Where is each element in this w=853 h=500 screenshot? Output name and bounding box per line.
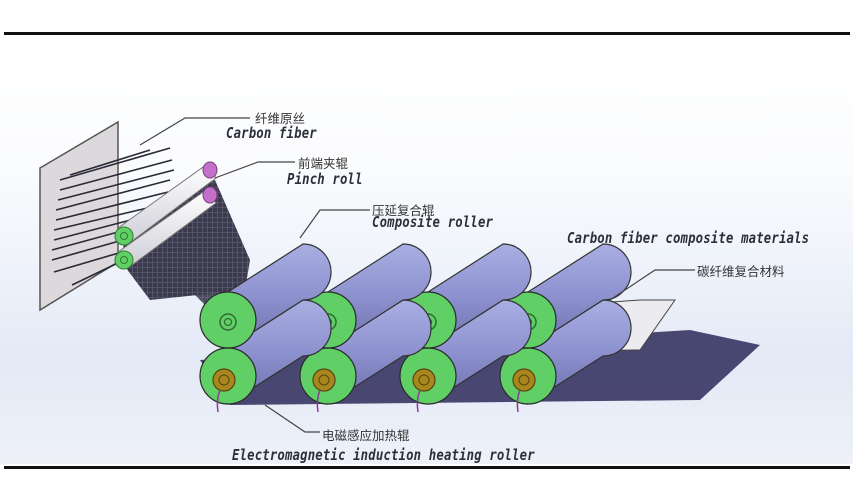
- induction-coil-icon: [412, 368, 436, 392]
- pinch-roll-lower: [114, 186, 218, 270]
- label-heating-roller-en: Electromagnetic induction heating roller: [232, 446, 535, 464]
- coil-wire: [216, 389, 221, 413]
- composite-roller-end: [199, 291, 257, 349]
- induction-coil-icon: [512, 368, 536, 392]
- fiber-web-lower: [150, 230, 250, 310]
- label-composite-roller-cn: 压延复合辊: [372, 203, 435, 218]
- label-composite-material-cn: 碳纤维复合材料: [697, 264, 785, 279]
- roller-pair: [199, 243, 332, 413]
- bottom-divider: [4, 466, 850, 469]
- label-pinch-roll-cn: 前端夹辊: [298, 156, 349, 171]
- coil-wire: [416, 389, 421, 413]
- induction-coil-icon: [312, 368, 336, 392]
- leader-lines: [139, 117, 695, 433]
- pinch-roll-upper: [114, 161, 218, 246]
- coil-wire: [516, 389, 521, 413]
- label-composite-roller-en: Composite roller: [372, 213, 494, 231]
- roller-axle-icon: [219, 313, 237, 331]
- top-divider: [4, 32, 850, 35]
- label-carbon-fiber-cn: 纤维原丝: [255, 111, 306, 126]
- induction-coil-icon: [212, 368, 236, 392]
- label-heating-roller-cn: 电磁感应加热辊: [322, 428, 410, 443]
- label-pinch-roll-en: Pinch roll: [287, 170, 363, 188]
- coil-wire: [316, 389, 321, 413]
- label-composite-material-en: Carbon fiber composite materials: [567, 229, 810, 247]
- label-carbon-fiber-en: Carbon fiber: [226, 124, 317, 142]
